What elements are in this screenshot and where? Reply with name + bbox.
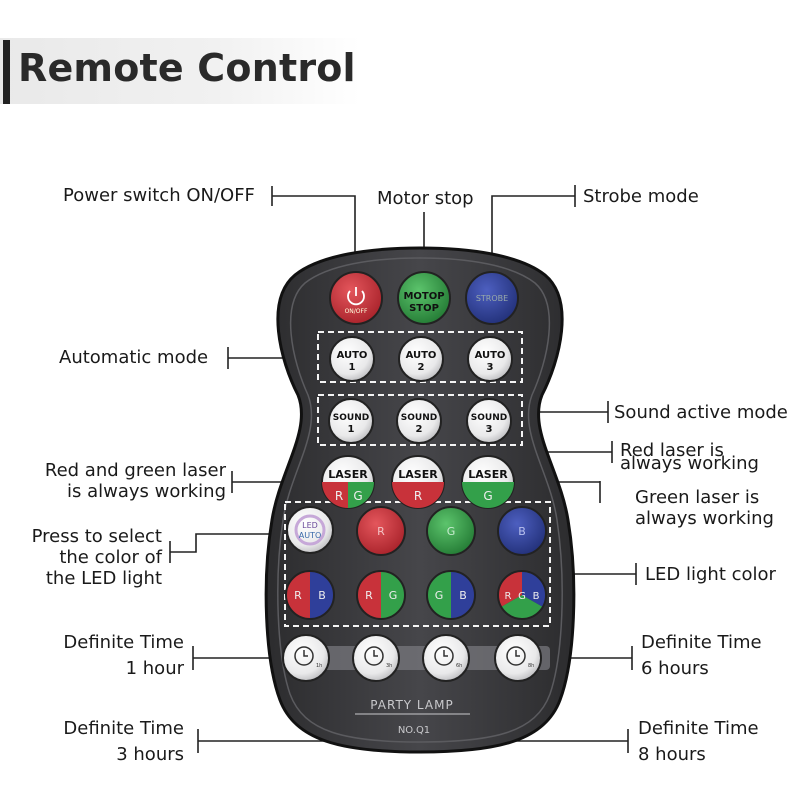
auto-group-box (317, 331, 523, 383)
svg-text:LASER: LASER (328, 468, 368, 481)
page-title: Remote Control (18, 46, 356, 90)
clock-icon (506, 646, 526, 666)
clock-icon (294, 646, 314, 666)
color-green-button[interactable]: G (426, 506, 476, 556)
svg-text:3h: 3h (386, 663, 392, 669)
svg-text:STOP: STOP (409, 303, 439, 314)
motor-stop-button[interactable]: MOTOP STOP (397, 271, 451, 325)
color-red-button[interactable]: R (356, 506, 406, 556)
svg-text:SOUND: SOUND (333, 413, 369, 423)
brand-label: PARTY LAMP (370, 698, 453, 712)
svg-text:AUTO: AUTO (299, 531, 322, 540)
svg-text:SOUND: SOUND (401, 413, 437, 423)
clock-icon (364, 646, 384, 666)
label-sound: Sound active mode (614, 402, 788, 423)
color-green-blue-button[interactable]: G B (426, 570, 476, 620)
sound-2-button[interactable]: SOUND 2 (396, 398, 442, 444)
laser-red-button[interactable]: LASER R (391, 455, 445, 509)
svg-text:B: B (518, 525, 526, 538)
svg-text:G: G (353, 489, 362, 503)
svg-text:G: G (389, 589, 398, 602)
color-red-green-button[interactable]: R G (356, 570, 406, 620)
sound-3-button[interactable]: SOUND 3 (466, 398, 512, 444)
svg-text:G: G (435, 589, 444, 602)
svg-text:LED: LED (302, 521, 318, 530)
timer-3h-button[interactable]: 3h (352, 634, 400, 682)
svg-text:3: 3 (487, 362, 494, 373)
svg-text:G: G (447, 525, 456, 538)
svg-text:AUTO: AUTO (337, 350, 368, 361)
auto-1-button[interactable]: AUTO 1 (329, 336, 375, 382)
clock-icon (434, 646, 454, 666)
svg-text:1: 1 (349, 362, 356, 373)
sound-group-box (317, 394, 523, 446)
label-strobe: Strobe mode (583, 186, 699, 207)
svg-text:1: 1 (348, 424, 355, 435)
auto-3-button[interactable]: AUTO 3 (467, 336, 513, 382)
svg-text:R: R (505, 591, 512, 602)
svg-text:R: R (377, 525, 385, 538)
strobe-button[interactable]: STROBE (465, 271, 519, 325)
svg-text:LASER: LASER (398, 468, 438, 481)
svg-text:B: B (533, 591, 540, 602)
svg-text:AUTO: AUTO (406, 350, 437, 361)
led-auto-button[interactable]: LED AUTO (286, 506, 334, 554)
svg-text:LASER: LASER (468, 468, 508, 481)
svg-text:R: R (335, 489, 343, 503)
svg-text:SOUND: SOUND (471, 413, 507, 423)
auto-2-button[interactable]: AUTO 2 (398, 336, 444, 382)
color-rgb-button[interactable]: R G B (497, 570, 547, 620)
svg-text:G: G (483, 489, 492, 503)
color-red-blue-button[interactable]: R B (285, 570, 335, 620)
label-auto: Automatic mode (59, 347, 209, 368)
svg-text:STROBE: STROBE (476, 294, 508, 303)
timer-6h-button[interactable]: 6h (422, 634, 470, 682)
svg-text:R: R (414, 489, 422, 503)
label-power: Power switch ON/OFF (63, 185, 255, 206)
model-label: NO.Q1 (398, 725, 430, 736)
svg-text:R: R (365, 589, 373, 602)
power-button[interactable]: ON/OFF (329, 271, 383, 325)
svg-text:3: 3 (486, 424, 493, 435)
svg-text:2: 2 (418, 362, 425, 373)
label-led-color: LED light color (645, 564, 776, 585)
sound-1-button[interactable]: SOUND 1 (328, 398, 374, 444)
laser-red-green-button[interactable]: LASER R G (321, 455, 375, 509)
svg-text:2: 2 (416, 424, 423, 435)
color-blue-button[interactable]: B (497, 506, 547, 556)
svg-text:1h: 1h (316, 663, 322, 669)
power-icon (347, 287, 365, 306)
svg-text:MOTOP: MOTOP (403, 291, 444, 302)
timer-1h-button[interactable]: 1h (282, 634, 330, 682)
svg-text:R: R (294, 589, 302, 602)
timer-8h-button[interactable]: 8h (494, 634, 542, 682)
laser-green-button[interactable]: LASER G (461, 455, 515, 509)
svg-text:B: B (459, 589, 467, 602)
svg-text:8h: 8h (528, 663, 534, 669)
title-band (0, 38, 360, 104)
svg-text:ON/OFF: ON/OFF (345, 308, 368, 315)
svg-text:6h: 6h (456, 663, 462, 669)
title-accent-bar (3, 40, 10, 104)
svg-text:AUTO: AUTO (475, 350, 506, 361)
svg-text:B: B (318, 589, 326, 602)
label-motor-stop: Motor stop (377, 188, 474, 209)
svg-text:G: G (518, 591, 526, 602)
